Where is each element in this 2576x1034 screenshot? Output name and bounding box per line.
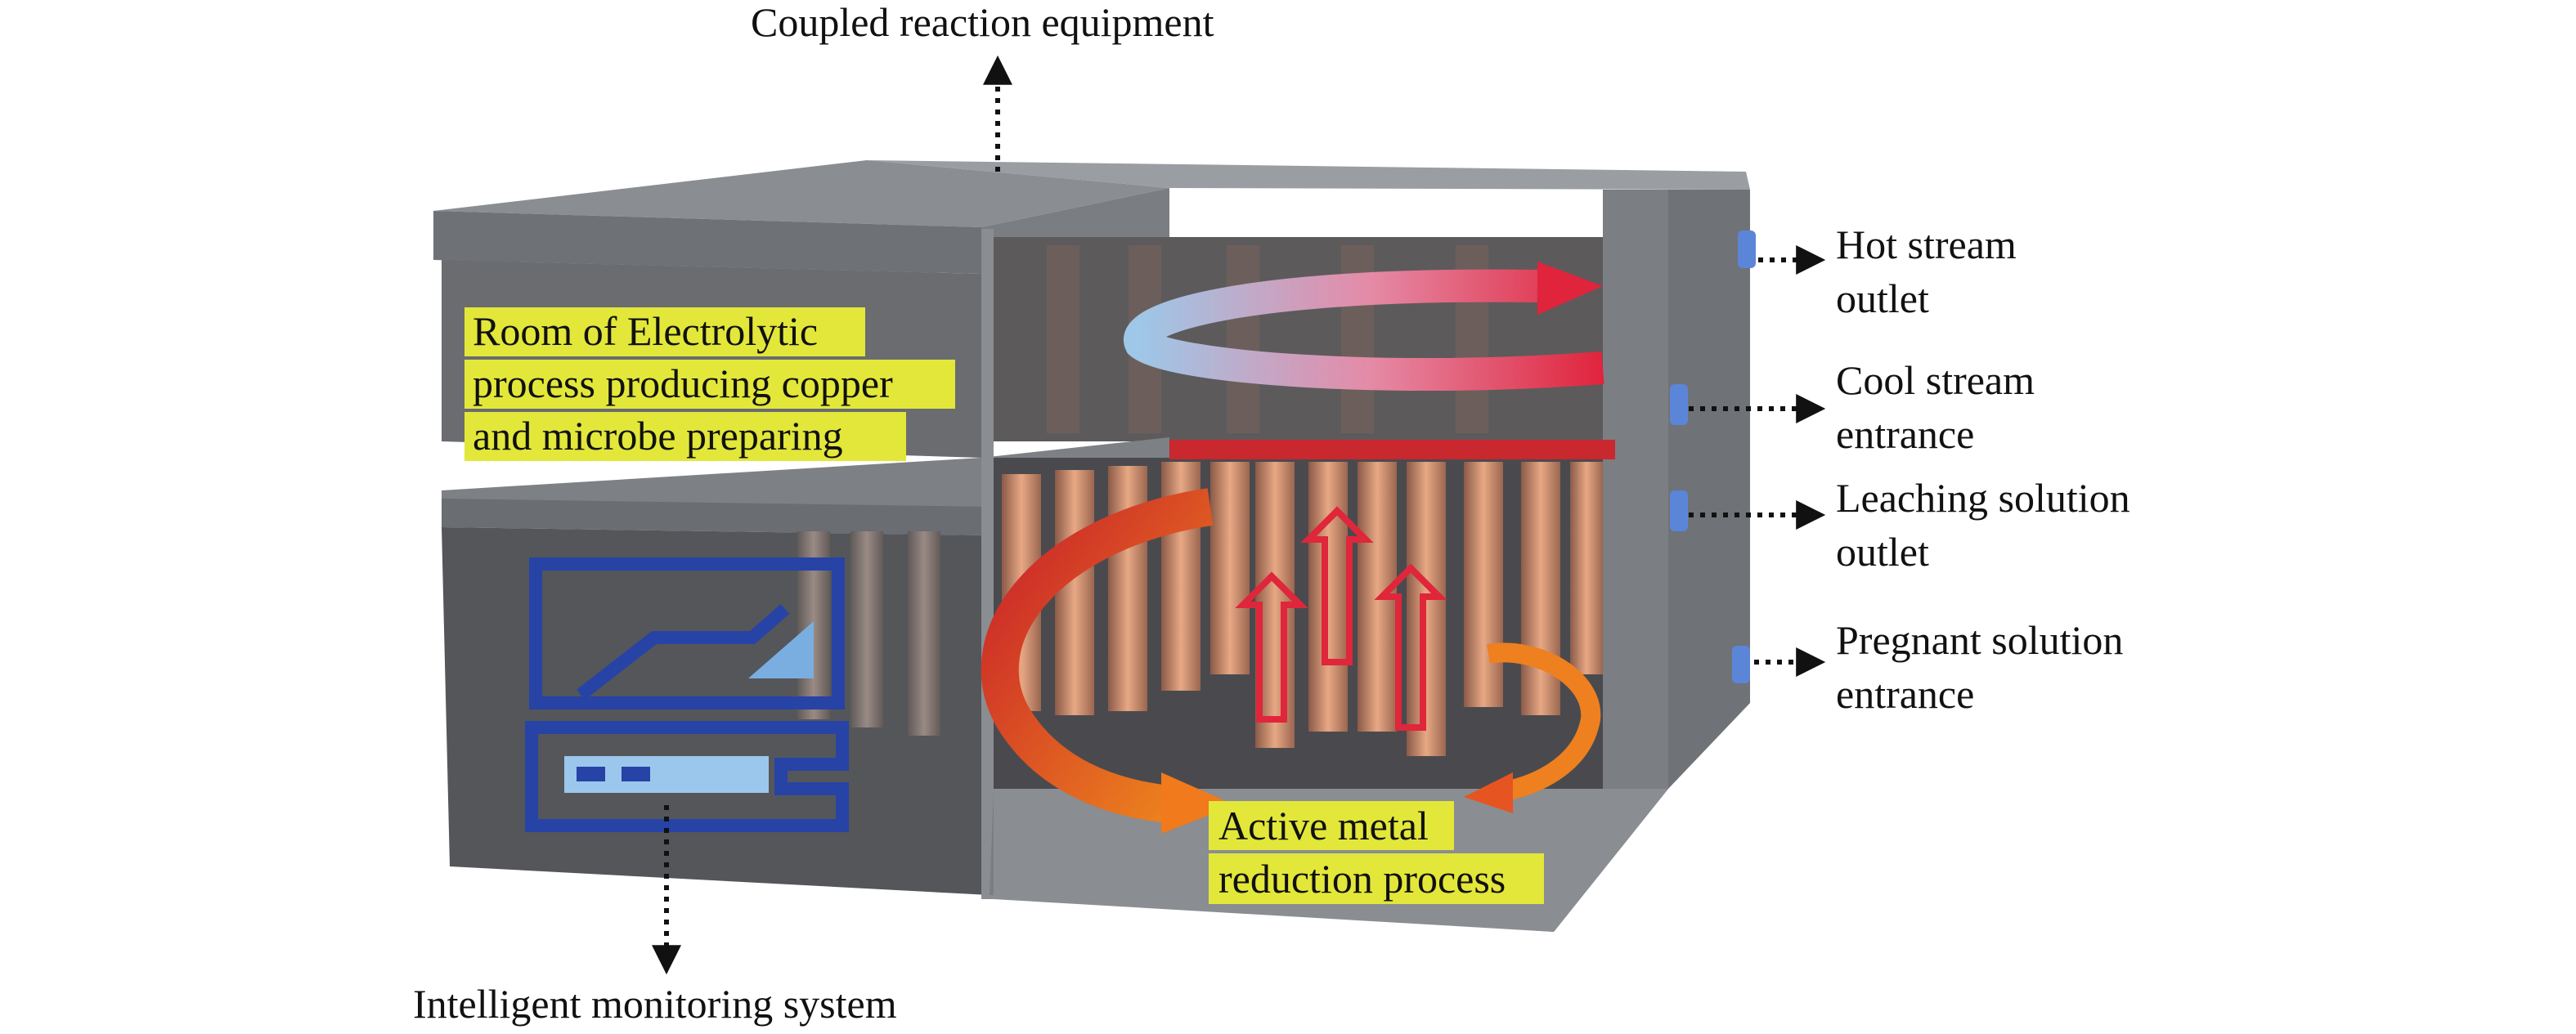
- monitor-icon: [525, 557, 849, 832]
- lid-front-left: [433, 211, 981, 274]
- leaching-outlet-label-2: outlet: [1836, 529, 1929, 575]
- left-shelf-front: [442, 499, 990, 535]
- cool-stream-label-2: entrance: [1836, 411, 1974, 457]
- port-connectors: [1670, 231, 1756, 683]
- box-top-right: [867, 160, 1750, 190]
- heater-band: [1169, 440, 1615, 459]
- leaching-outlet-label-1: Leaching solution: [1836, 475, 2130, 521]
- port-connector-icon: [1732, 646, 1750, 683]
- process-highlight: [1209, 801, 1544, 904]
- process-label-line-2: reduction process: [1218, 856, 1506, 902]
- pregnant-entrance-label-1: Pregnant solution: [1836, 617, 2123, 663]
- box-right-face: [1603, 190, 1668, 789]
- box-right-wall: [1668, 190, 1750, 789]
- left-lower-room: [442, 527, 990, 895]
- port-connector-icon: [1738, 231, 1756, 268]
- process-label-line-1: Active metal: [1218, 803, 1429, 848]
- reduction-flow-arrow: [981, 488, 1601, 834]
- monitoring-system-label: Intelligent monitoring system: [413, 981, 897, 1027]
- upper-chamber-back: [990, 237, 1603, 441]
- upflow-arrows: [1235, 506, 1447, 731]
- port-connector-icon: [1670, 384, 1688, 425]
- hot-stream-arrow: [1124, 262, 1604, 392]
- hot-stream-label-1: Hot stream: [1836, 222, 2017, 267]
- divider-wall: [981, 229, 994, 899]
- pregnant-entrance-label-2: entrance: [1836, 671, 1974, 717]
- room-label-line-1: Room of Electrolytic: [473, 308, 818, 354]
- room-highlight: [464, 307, 955, 461]
- room-label-line-3: and microbe preparing: [473, 413, 843, 459]
- port-connector-icon: [1670, 490, 1688, 531]
- coupled-equipment-label: Coupled reaction equipment: [751, 0, 1214, 45]
- hot-stream-label-2: outlet: [1836, 275, 1929, 321]
- cool-stream-label-1: Cool stream: [1836, 357, 2035, 403]
- room-label-line-2: process producing copper: [473, 360, 893, 406]
- copper-pipes: [797, 462, 1603, 756]
- leader-arrows: [652, 55, 1826, 975]
- box-top-left: [433, 160, 1169, 227]
